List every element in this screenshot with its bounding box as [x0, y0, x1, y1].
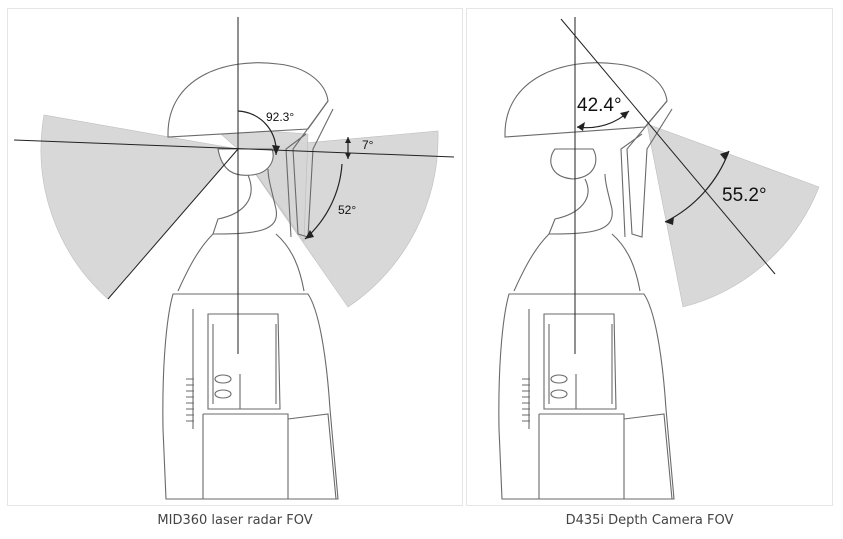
lidar-fov-left-wedge: [40, 114, 239, 300]
lidar-fov-center-wedge: [212, 126, 309, 242]
angle-label-92: 92.3°: [266, 110, 294, 124]
mid360-fov-diagram: 92.3° 7° 52°: [7, 8, 463, 506]
caption-d435i: D435i Depth Camera FOV: [565, 513, 734, 528]
d435i-illustration: 42.4° 55.2°: [498, 17, 820, 500]
angle-label-55: 55.2°: [722, 185, 767, 206]
robot-silhouette: [498, 62, 675, 500]
robot-silhouette: [162, 62, 339, 500]
d435i-fov-diagram: 42.4° 55.2°: [466, 8, 833, 506]
camera-tilt-axis: [560, 18, 776, 275]
angle-label-7: 7°: [362, 138, 374, 152]
fov-ray-left: [107, 148, 239, 300]
mid360-illustration: 92.3° 7° 52°: [13, 17, 455, 500]
caption-mid360: MID360 laser radar FOV: [157, 513, 313, 528]
angle-label-52: 52°: [338, 203, 356, 217]
horizontal-axis: [13, 139, 455, 158]
angle-arc-55: [664, 150, 730, 223]
angle-label-42: 42.4°: [577, 95, 622, 116]
